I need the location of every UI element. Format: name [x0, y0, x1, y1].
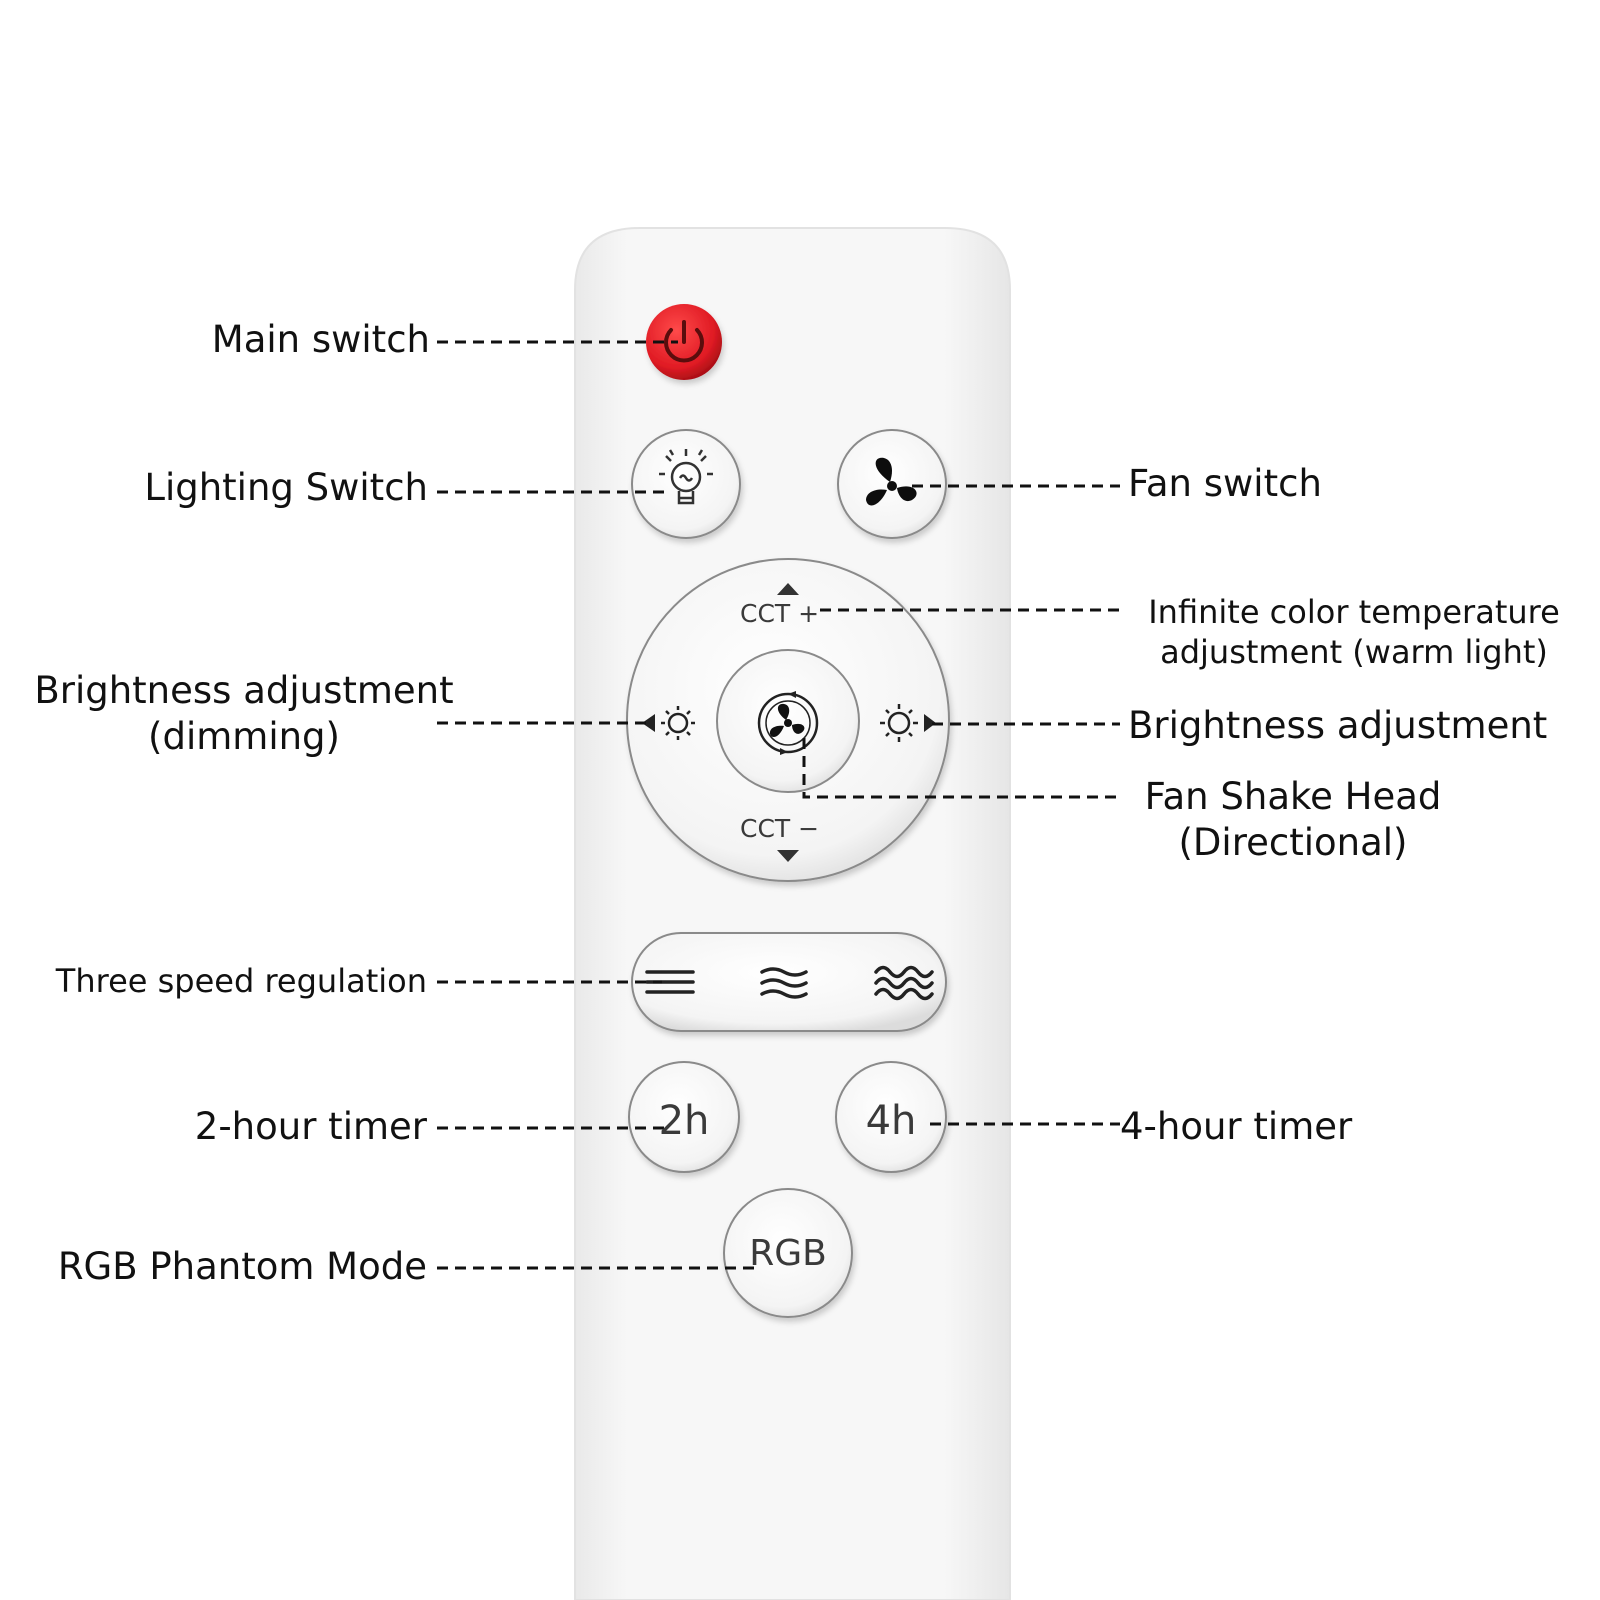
- rgb-label: RGB: [749, 1233, 827, 1274]
- fan-rotate-icon: [757, 691, 819, 755]
- speed-mid-icon[interactable]: [760, 967, 808, 999]
- fan-icon: [866, 457, 917, 506]
- lighting-button[interactable]: [631, 429, 741, 539]
- timer-2h-button[interactable]: [628, 1061, 740, 1173]
- cct-up-arrow[interactable]: [777, 583, 799, 595]
- cct-plus-label: CCT +: [740, 599, 820, 628]
- oscillation-button[interactable]: [716, 649, 860, 793]
- label-cct-plus: Infinite color temperature adjustment (w…: [1148, 593, 1560, 671]
- label-dimming: Brightness adjustment (dimming): [34, 669, 454, 759]
- dim-sun-icon[interactable]: [642, 706, 695, 740]
- timer-4h-label: 4h: [865, 1098, 917, 1144]
- fan-button[interactable]: [837, 429, 947, 539]
- remote-body: [574, 227, 1011, 1600]
- label-fan-shake: Fan Shake Head (Directional): [1144, 775, 1442, 865]
- label-4h-timer: 4-hour timer: [1120, 1105, 1353, 1148]
- timer-2h-label: 2h: [658, 1098, 710, 1144]
- cct-minus-label: CCT −: [740, 814, 820, 843]
- speed-pill: [631, 932, 947, 1032]
- bright-sun-icon[interactable]: [880, 704, 936, 742]
- leader-lines: [437, 340, 1120, 1270]
- label-main-switch: Main switch: [211, 318, 430, 361]
- rgb-button[interactable]: [723, 1188, 853, 1318]
- cct-down-arrow[interactable]: [777, 850, 799, 862]
- label-fan-switch: Fan switch: [1128, 462, 1322, 505]
- leader-fan-shake: [802, 738, 1120, 799]
- label-lighting-switch: Lighting Switch: [144, 466, 428, 509]
- power-button[interactable]: [646, 304, 722, 380]
- power-icon: [664, 328, 704, 363]
- label-rgb-mode: RGB Phantom Mode: [57, 1245, 427, 1288]
- bulb-icon: [659, 449, 713, 505]
- label-three-speed: Three speed regulation: [55, 962, 427, 1000]
- timer-4h-button[interactable]: [835, 1061, 947, 1173]
- label-brightness: Brightness adjustment: [1128, 704, 1548, 747]
- speed-high-icon[interactable]: [874, 965, 934, 1001]
- label-2h-timer: 2-hour timer: [194, 1105, 427, 1148]
